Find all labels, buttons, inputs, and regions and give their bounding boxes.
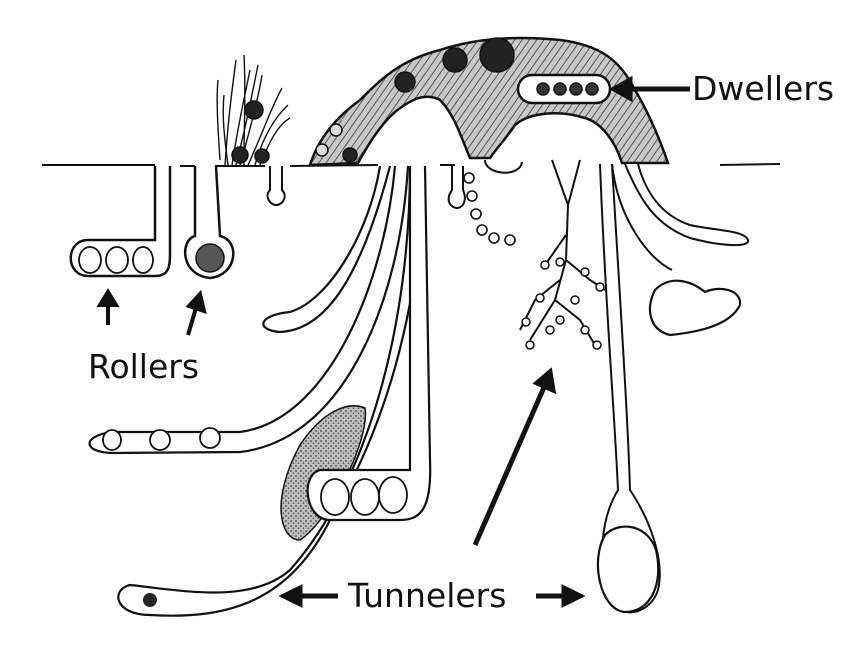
- brood-cluster-right: [650, 281, 740, 335]
- chamber-brood-balls: [321, 477, 407, 515]
- ground-surface: [42, 164, 780, 166]
- tunnel-small: [449, 166, 465, 208]
- deep-brood-ball: [143, 593, 157, 607]
- roller-brood-balls-1: [79, 247, 153, 273]
- small-burrow: [268, 166, 285, 205]
- label-rollers: Rollers: [88, 350, 199, 383]
- label-tunnelers: Tunnelers: [348, 579, 506, 612]
- tunnel-below-pat: [485, 160, 522, 173]
- roller-brood-ball-2: [196, 244, 224, 272]
- tunnel-right-curve: [625, 164, 748, 245]
- brood-cluster-bottom: [598, 527, 658, 612]
- label-dwellers: Dwellers: [692, 72, 834, 105]
- roller-arrows: [100, 292, 204, 335]
- bead-chain: [464, 173, 515, 245]
